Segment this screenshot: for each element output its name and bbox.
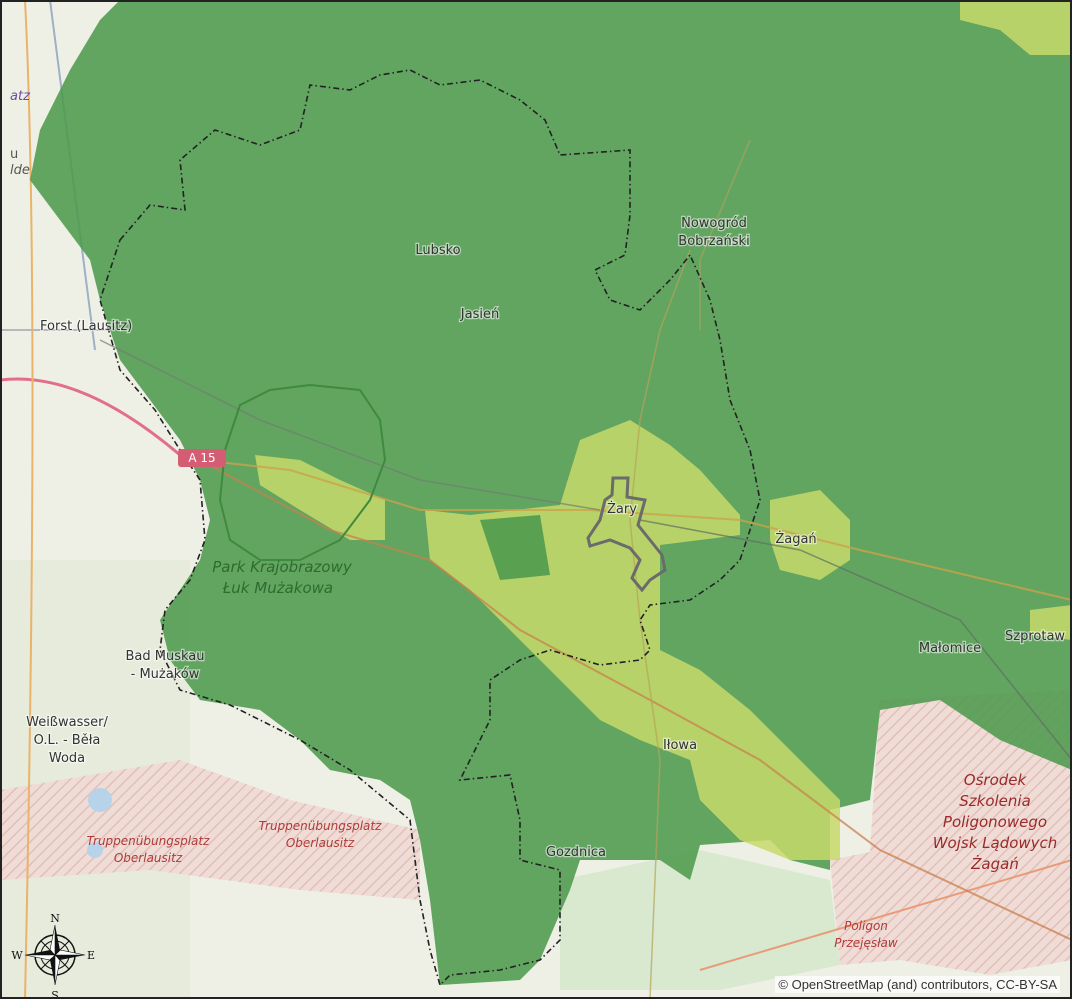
label-trupp-mid-2: Oberlausitz bbox=[286, 836, 355, 850]
label-malomice: Małomice bbox=[919, 641, 981, 656]
compass-e: E bbox=[87, 949, 95, 962]
label-trupp-left-1: Truppenübungsplatz bbox=[87, 834, 210, 848]
label-osrodek-2: Szkolenia bbox=[959, 792, 1031, 810]
military-labels: Truppenübungsplatz Oberlausitz Truppenüb… bbox=[87, 771, 1058, 950]
label-poligon-2: Przejęsław bbox=[834, 936, 898, 950]
park-label: Park Krajobrazowy Łuk Mużakowa bbox=[212, 558, 353, 597]
label-poligon-1: Poligon bbox=[844, 919, 888, 933]
region-dark-islands bbox=[480, 515, 550, 580]
region-dark-green bbox=[30, 0, 1072, 985]
label-nowogrod-2: Bobrzański bbox=[678, 234, 749, 249]
label-osrodek-4: Wojsk Lądowych bbox=[933, 834, 1058, 852]
label-zary: Żary bbox=[607, 501, 637, 517]
attribution-text: © OpenStreetMap (and) contributors, CC-B… bbox=[775, 976, 1060, 993]
label-lubsko: Lubsko bbox=[415, 243, 460, 258]
label-osrodek-5: Żagań bbox=[970, 854, 1019, 873]
label-szprotawa: Szprotaw bbox=[1005, 629, 1065, 644]
label-osrodek-1: Ośrodek bbox=[964, 771, 1028, 789]
compass-rose-icon: N S E W bbox=[11, 912, 95, 999]
label-zagan: Żagań bbox=[775, 531, 816, 547]
city-outline-zary bbox=[586, 476, 667, 593]
compass-s: S bbox=[51, 989, 59, 999]
label-bad-muskau-2: - Mużaków bbox=[131, 667, 200, 682]
label-trupp-left-2: Oberlausitz bbox=[114, 851, 183, 865]
label-weisswasser-3: Woda bbox=[49, 751, 85, 766]
compass-w: W bbox=[11, 949, 23, 962]
road-shield-a15: A 15 bbox=[178, 449, 226, 467]
label-edge-mid-2: lde bbox=[10, 163, 30, 178]
admin-boundary bbox=[99, 69, 761, 987]
compass-n: N bbox=[50, 912, 60, 925]
label-nowogrod-1: Nowogród bbox=[681, 216, 747, 231]
label-jasien: Jasień bbox=[460, 307, 499, 322]
road-shield-label: A 15 bbox=[188, 451, 215, 465]
label-weisswasser-2: O.L. - Běła bbox=[34, 733, 101, 748]
park-label-line2: Łuk Mużakowa bbox=[222, 579, 333, 597]
place-labels: Lubsko Jasień Nowogród Bobrzański Forst … bbox=[10, 89, 1067, 861]
park-label-line1: Park Krajobrazowy bbox=[212, 558, 353, 576]
label-weisswasser-1: Weißwasser/ bbox=[26, 715, 108, 730]
label-trupp-mid-1: Truppenübungsplatz bbox=[259, 819, 382, 833]
label-gozdnica: Gozdnica bbox=[546, 845, 606, 860]
label-bad-muskau-1: Bad Muskau bbox=[125, 649, 204, 664]
label-ilowa: Iłowa bbox=[663, 738, 697, 753]
label-osrodek-3: Poligonowego bbox=[943, 813, 1047, 831]
label-edge-top: atz bbox=[10, 89, 31, 104]
label-forst: Forst (Lausitz) bbox=[40, 319, 132, 334]
park-boundary bbox=[218, 383, 387, 561]
label-edge-mid-1: u bbox=[10, 147, 18, 162]
roads bbox=[99, 139, 1072, 999]
